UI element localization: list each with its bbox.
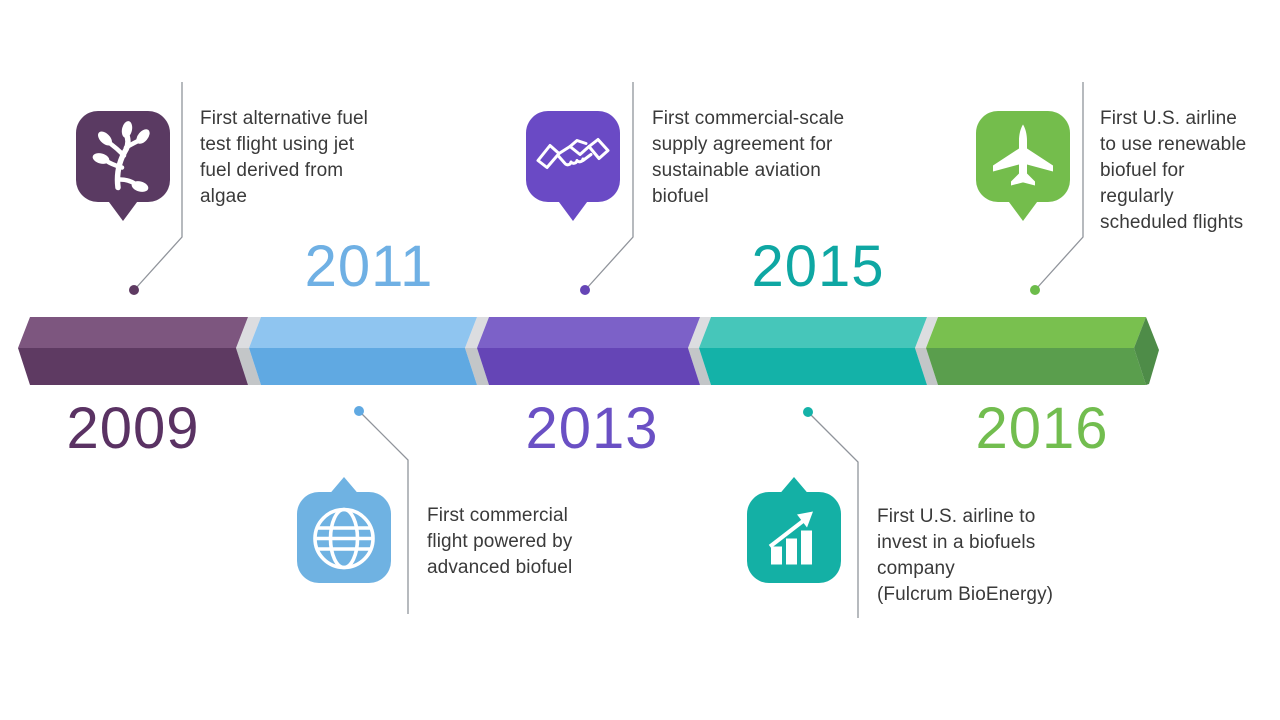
segment-front-face xyxy=(18,348,248,385)
year-label-2016: 2016 xyxy=(975,396,1109,461)
event-description-line: scheduled flights xyxy=(1100,212,1244,233)
bubble-body xyxy=(747,492,841,583)
segment-front-face xyxy=(477,348,700,385)
segment-end-cap xyxy=(1134,317,1159,385)
event-bubble-2011 xyxy=(297,477,391,583)
globe-icon xyxy=(313,507,375,570)
connector-dot xyxy=(803,407,813,417)
growth-chart-icon xyxy=(768,511,813,565)
year-label-2009: 2009 xyxy=(66,396,200,461)
connector-line xyxy=(809,413,859,618)
bubble-icon xyxy=(92,121,150,192)
bar-separator-top xyxy=(465,317,489,348)
connector-line xyxy=(1036,82,1084,289)
event-description-line: biofuel xyxy=(652,186,709,207)
segment-front-face xyxy=(926,348,1146,385)
year-label-2013: 2013 xyxy=(525,396,659,461)
connector-line xyxy=(135,82,183,289)
event-description-line: test flight using jet xyxy=(200,134,355,155)
event-bubble-2015 xyxy=(747,477,841,583)
event-description-line: (Fulcrum BioEnergy) xyxy=(877,584,1054,605)
timeline-segment-2016 xyxy=(926,317,1159,385)
event-description-line: First U.S. airline xyxy=(1100,108,1237,129)
bubble-icon xyxy=(768,511,813,565)
timeline-segment-2013 xyxy=(477,317,700,385)
segment-top-face xyxy=(477,317,700,348)
bar-separator-top xyxy=(915,317,938,348)
connector-dot xyxy=(1030,285,1040,295)
bar-separator-top xyxy=(236,317,261,348)
connector-line xyxy=(586,82,634,289)
event-description-2009: First alternative fuel test flight using … xyxy=(200,106,368,210)
handshake-icon xyxy=(536,138,610,169)
bar-separator-front xyxy=(465,348,489,385)
bubble-tail xyxy=(556,198,590,221)
event-description-line: algae xyxy=(200,186,247,207)
event-bubble-2009 xyxy=(76,111,170,221)
timeline-segment-2009 xyxy=(18,317,248,385)
bubble-icon xyxy=(536,138,610,169)
connector-dot xyxy=(580,285,590,295)
event-description-2015: First U.S. airline to invest in a biofuel… xyxy=(877,504,1053,608)
event-description-2011: First commercial flight powered by advance… xyxy=(427,503,572,581)
bubble-icon xyxy=(313,507,375,570)
event-description-line: to use renewable xyxy=(1100,134,1247,155)
timeline-segment-2015 xyxy=(699,317,927,385)
event-description-line: fuel derived from xyxy=(200,160,344,181)
event-description-line: invest in a biofuels xyxy=(877,532,1036,553)
connector-dot xyxy=(354,406,364,416)
event-description-line: supply agreement for xyxy=(652,134,833,155)
bubble-tail xyxy=(106,198,140,221)
bubble-tail xyxy=(1006,198,1040,221)
bubble-body xyxy=(526,111,620,202)
event-description-line: company xyxy=(877,558,955,579)
event-description-line: First alternative fuel xyxy=(200,108,368,129)
timeline-segment-2011 xyxy=(249,317,477,385)
event-description-2016: First U.S. airline to use renewable biofue… xyxy=(1100,106,1246,236)
bar-separator-front xyxy=(688,348,711,385)
event-description-line: advanced biofuel xyxy=(427,557,573,578)
segment-front-face xyxy=(249,348,477,385)
bubble-icon xyxy=(993,124,1053,186)
year-label-2015: 2015 xyxy=(751,234,885,299)
event-description-line: First commercial-scale xyxy=(652,108,845,129)
connector-line xyxy=(360,412,409,614)
event-description-line: biofuel for xyxy=(1100,160,1185,181)
event-bubble-2016 xyxy=(976,111,1070,221)
event-bubble-2013 xyxy=(526,111,620,221)
segment-top-face xyxy=(699,317,927,348)
bar-separator-front xyxy=(915,348,938,385)
connector-dot xyxy=(129,285,139,295)
event-description-line: First U.S. airline to xyxy=(877,506,1036,527)
event-description-line: sustainable aviation xyxy=(652,160,821,181)
year-label-2011: 2011 xyxy=(304,234,434,299)
segment-top-face xyxy=(249,317,477,348)
bar-separator-top xyxy=(688,317,711,348)
algae-icon xyxy=(92,121,150,192)
segment-top-face xyxy=(18,317,248,348)
event-description-2013: First commercial-scale supply agreement f… xyxy=(652,106,844,210)
event-description-line: flight powered by xyxy=(427,531,573,552)
event-description-line: First commercial xyxy=(427,505,568,526)
event-description-line: regularly xyxy=(1100,186,1174,207)
bar-separator-front xyxy=(236,348,261,385)
airplane-icon xyxy=(993,124,1053,186)
segment-top-face xyxy=(926,317,1146,348)
segment-front-face xyxy=(699,348,927,385)
